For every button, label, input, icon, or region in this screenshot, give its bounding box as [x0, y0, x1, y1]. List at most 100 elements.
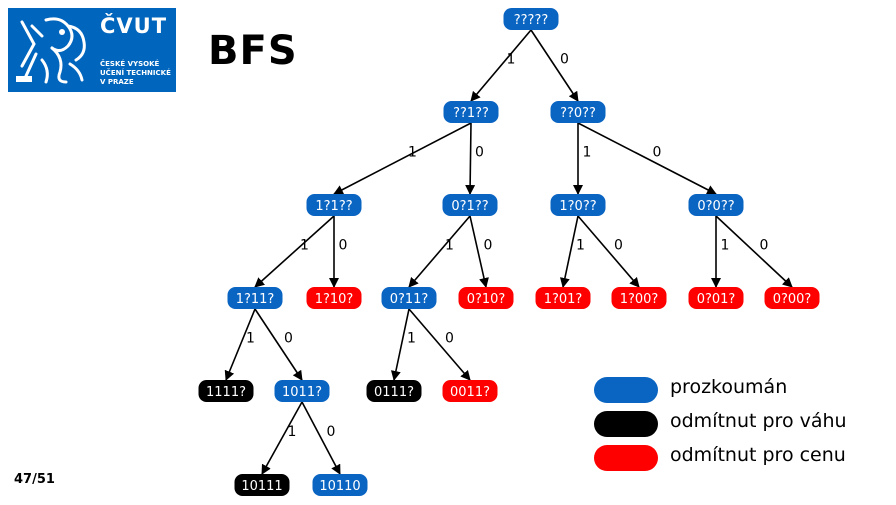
- node-label: 10110: [319, 479, 360, 494]
- lion-emblem-icon: [16, 17, 86, 84]
- tree-node: 1?01?: [535, 287, 591, 309]
- tree-node: 0?00?: [764, 287, 820, 309]
- edge-label: 0: [653, 145, 662, 161]
- tree-node: 0111?: [366, 380, 422, 402]
- legend-item-explored: prozkoumán: [594, 376, 894, 404]
- tree-node: 1011?: [274, 380, 330, 402]
- edge-label: 1: [246, 331, 255, 347]
- tree-node: 1?11?: [227, 287, 283, 309]
- node-box: [550, 194, 606, 216]
- tree-node: 0?01?: [688, 287, 744, 309]
- tree-edge: [301, 401, 341, 475]
- node-label: 1011?: [282, 385, 322, 400]
- edge-label: 1: [408, 145, 417, 161]
- edge-label: 1: [507, 52, 516, 68]
- edge-label: 1: [288, 424, 297, 440]
- legend-label: odmítnut pro váhu: [670, 410, 847, 432]
- edge-label: 0: [760, 238, 769, 254]
- edge-label: 0: [339, 238, 348, 254]
- tree-edge: [408, 308, 471, 381]
- edge-label: 0: [445, 331, 454, 347]
- tree-edge: [470, 29, 532, 102]
- tree-node: 1?1??: [306, 194, 362, 216]
- legend-swatch: [594, 445, 658, 471]
- page-number: 47/51: [14, 472, 55, 487]
- tree-node: 1111?: [198, 380, 254, 402]
- slide-title: BFS: [208, 28, 298, 74]
- tree-edge: [224, 308, 256, 381]
- logo-title: ČVUT: [100, 14, 168, 38]
- node-box: [442, 380, 498, 402]
- edge-label: 1: [576, 238, 585, 254]
- legend-item-rejected-weight: odmítnut pro váhu: [594, 410, 894, 438]
- legend-item-rejected-price: odmítnut pro cenu: [594, 444, 894, 472]
- cvut-logo: ČVUT ČESKÉ VYSOKÉ UČENÍ TECHNICKÉ V PRAZ…: [8, 8, 176, 92]
- node-label: 1?00?: [620, 292, 659, 307]
- tree-node: 10111: [234, 474, 290, 496]
- node-label: 1111?: [206, 385, 246, 400]
- tree-edge: [577, 215, 640, 288]
- tree-node: 1?10?: [306, 287, 362, 309]
- legend-swatch: [594, 377, 658, 403]
- node-box: [688, 194, 744, 216]
- tree-node: 0?0??: [688, 194, 744, 216]
- node-label: 1?01?: [544, 292, 583, 307]
- node-box: [227, 287, 283, 309]
- tree-edge: [254, 215, 335, 288]
- edge-label: 1: [445, 238, 454, 254]
- edge-label: 1: [721, 238, 730, 254]
- tree-node: ??1??: [443, 101, 499, 123]
- node-box: [234, 474, 290, 496]
- node-label: 1?11?: [236, 292, 275, 307]
- node-label: 0?10?: [467, 292, 506, 307]
- node-box: [366, 380, 422, 402]
- node-label: ??1??: [453, 106, 489, 121]
- tree-node: 0?11?: [381, 287, 437, 309]
- tree-node: 1?0??: [550, 194, 606, 216]
- node-label: 0111?: [374, 385, 414, 400]
- tree-node: 0?1??: [442, 194, 498, 216]
- edge-label: 0: [484, 238, 493, 254]
- tree-edge: [261, 401, 303, 475]
- edge-label: 0: [475, 145, 484, 161]
- logo-text-line: V PRAZE: [100, 78, 134, 86]
- node-box: [611, 287, 667, 309]
- tree-node: 0011?: [442, 380, 498, 402]
- node-box: [442, 194, 498, 216]
- tree-edge: [408, 215, 471, 288]
- node-box: [381, 287, 437, 309]
- logo-text-line: UČENÍ TECHNICKÉ: [100, 69, 171, 77]
- node-label: 0?01?: [697, 292, 736, 307]
- edge-label: 1: [407, 331, 416, 347]
- node-box: [312, 474, 368, 496]
- tree-edge: [465, 122, 476, 195]
- node-box: [306, 194, 362, 216]
- legend-label: odmítnut pro cenu: [670, 444, 846, 466]
- edge-label: 1: [300, 238, 309, 254]
- node-label: 0011?: [450, 385, 490, 400]
- logo-text-line: ČESKÉ VYSOKÉ: [100, 60, 160, 68]
- tree-node: 10110: [312, 474, 368, 496]
- tree-edge: [715, 215, 793, 288]
- node-box: [443, 101, 499, 123]
- node-box: [306, 287, 362, 309]
- node-box: [550, 101, 606, 123]
- node-label: 0?0??: [697, 199, 734, 214]
- node-box: [764, 287, 820, 309]
- node-box: [198, 380, 254, 402]
- tree-edge: [390, 308, 410, 381]
- legend-swatch: [594, 411, 658, 437]
- node-label: 0?11?: [390, 292, 429, 307]
- node-label: 0?00?: [773, 292, 812, 307]
- node-box: [688, 287, 744, 309]
- node-box: [535, 287, 591, 309]
- tree-edge: [577, 122, 717, 195]
- tree-edge: [559, 215, 579, 288]
- edge-label: 1: [583, 145, 592, 161]
- tree-edge: [333, 122, 472, 195]
- legend-label: prozkoumán: [670, 376, 788, 398]
- tree-edge: [254, 308, 303, 381]
- tree-node: ??0??: [550, 101, 606, 123]
- edge-label: 0: [284, 331, 293, 347]
- edge-label: 0: [560, 52, 569, 68]
